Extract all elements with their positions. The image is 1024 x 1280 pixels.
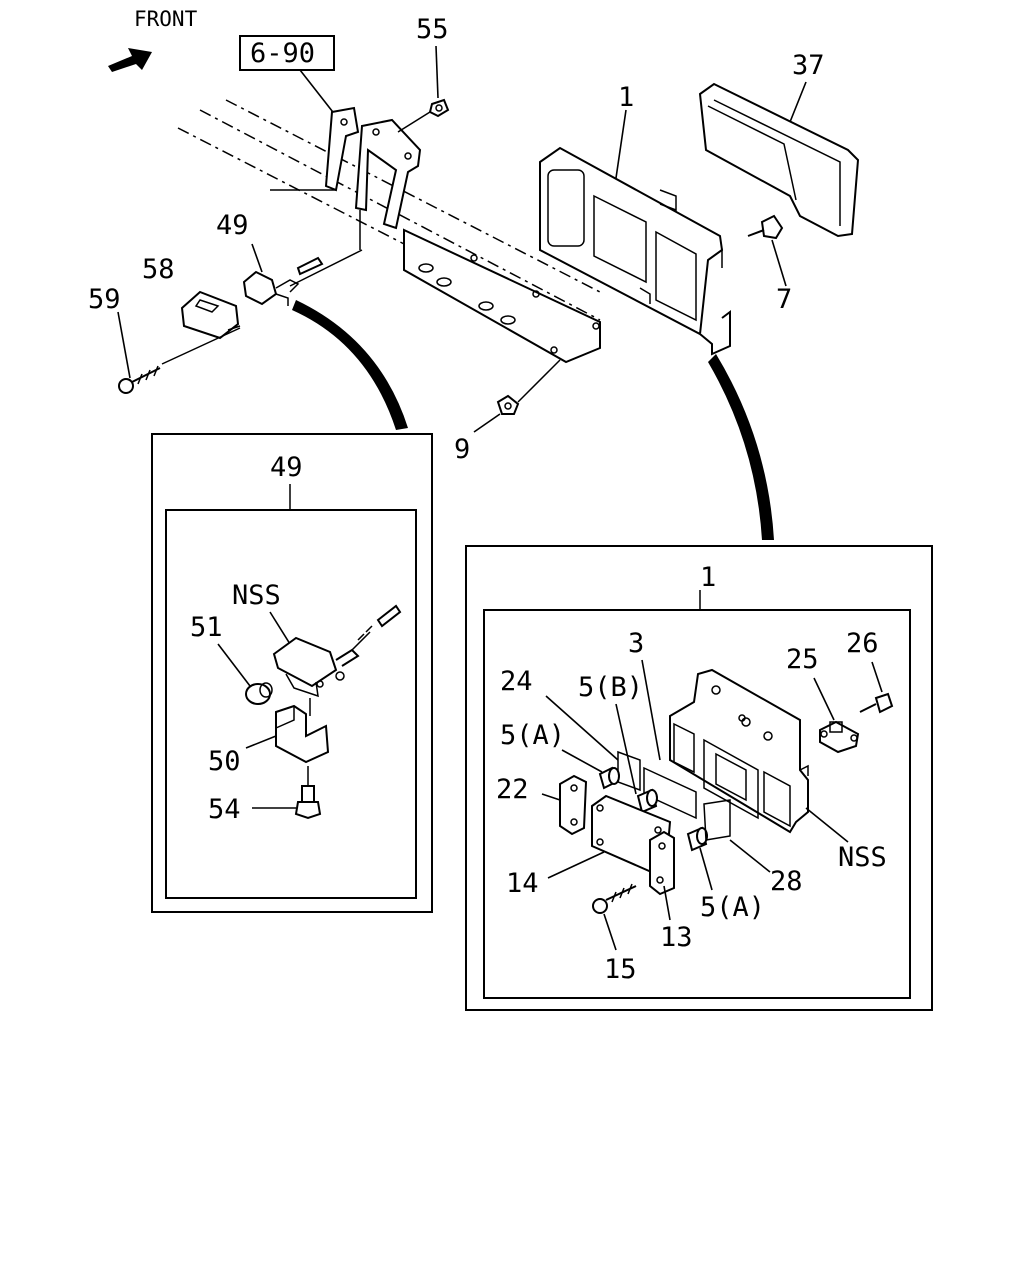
- callout-26: 26: [846, 628, 879, 659]
- callout-3: 3: [628, 628, 644, 659]
- callout-59: 59: [88, 284, 121, 315]
- reference-box: [239, 35, 335, 71]
- callout-15: 15: [604, 954, 637, 985]
- callout-54: 54: [208, 794, 241, 825]
- callout-nss-right: NSS: [838, 842, 887, 873]
- callout-22: 22: [496, 774, 529, 805]
- inset-relay: [151, 433, 433, 913]
- front-arrow-icon: [108, 48, 152, 72]
- callout-25: 25: [786, 644, 819, 675]
- callout-24: 24: [500, 666, 533, 697]
- pin-5a-lower: [686, 826, 708, 852]
- pad-24: [617, 750, 641, 792]
- pointer-swoosh-left: [292, 300, 408, 430]
- nut-9: [473, 359, 561, 433]
- callout-9: 9: [454, 434, 470, 465]
- callout-5b: 5(B): [578, 672, 643, 703]
- screw-59: [117, 311, 241, 394]
- pointer-swoosh-right: [708, 354, 774, 540]
- mounting-bracket: [324, 106, 422, 230]
- bracket-50: [275, 704, 330, 764]
- callout-5a-upper: 5(A): [500, 720, 565, 751]
- callout-51: 51: [190, 612, 223, 643]
- front-label: FRONT: [134, 7, 198, 31]
- clip-13: [649, 830, 675, 896]
- pad-28: [703, 799, 731, 841]
- cover-58: [180, 290, 241, 340]
- relay-detail: [272, 604, 402, 698]
- bolt-26: [859, 692, 894, 714]
- inset-left-title: 49: [270, 452, 303, 483]
- inset-controller: [465, 545, 933, 1011]
- callout-13: 13: [660, 922, 693, 953]
- callout-55: 55: [416, 14, 449, 45]
- bulb-51: [245, 682, 273, 705]
- gasket-3: [643, 766, 697, 820]
- pin-5a-upper: [598, 766, 620, 790]
- callout-50: 50: [208, 746, 241, 777]
- cover-37: [698, 82, 860, 238]
- callout-49: 49: [216, 210, 249, 241]
- nut-55: [397, 45, 450, 133]
- controller-housing: [669, 668, 809, 834]
- callout-5a-lower: 5(A): [700, 892, 765, 923]
- connector-25: [819, 720, 860, 754]
- callout-28: 28: [770, 866, 803, 897]
- bolt-54: [294, 785, 322, 820]
- bracket-plate: [403, 228, 601, 364]
- callout-7: 7: [776, 284, 792, 315]
- callout-58: 58: [142, 254, 175, 285]
- pin-5b: [636, 788, 658, 814]
- screw-15: [592, 883, 637, 914]
- callout-nss-left: NSS: [232, 580, 281, 611]
- callout-37: 37: [792, 50, 825, 81]
- callout-14: 14: [506, 868, 539, 899]
- relay-49: [242, 243, 363, 306]
- inset-right-title: 1: [700, 562, 716, 593]
- controller-unit-1: [539, 146, 731, 356]
- block-22: [559, 774, 588, 836]
- reference-label: 6-90: [250, 38, 315, 69]
- callout-1: 1: [618, 82, 634, 113]
- bolt-7: [747, 214, 787, 287]
- frame-rail: [177, 99, 601, 321]
